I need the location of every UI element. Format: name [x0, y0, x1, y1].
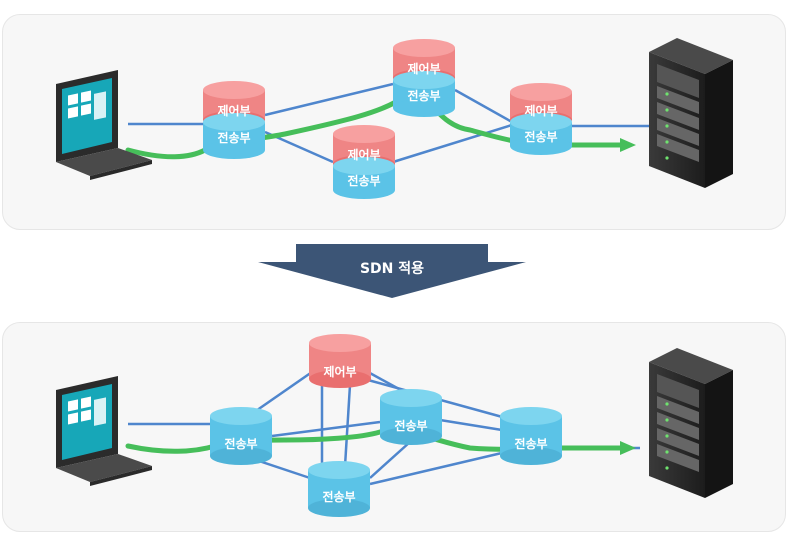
transport-plane-label: 전송부: [407, 88, 440, 103]
transport-plane-label: 전송부: [217, 130, 250, 145]
legacy-switch-node: 제어부 전송부: [203, 81, 265, 159]
control-plane-label: 제어부: [347, 147, 380, 162]
server-rack-icon: [649, 38, 733, 188]
transport-plane-label: 전송부: [322, 489, 355, 504]
control-plane-label: 제어부: [407, 61, 440, 76]
sdn-links: [128, 370, 640, 486]
control-plane-label: 제어부: [524, 103, 557, 118]
control-plane-label: 제어부: [217, 103, 250, 118]
control-plane-label: 제어부: [323, 364, 356, 379]
laptop-icon: [56, 376, 152, 486]
sdn-switch-node: 전송부: [380, 389, 442, 445]
server-rack-icon: [649, 348, 733, 498]
transport-plane-label: 전송부: [394, 418, 427, 433]
legacy-switch-node: 제어부 전송부: [333, 125, 395, 199]
sdn-controller-node: 제어부: [309, 334, 371, 388]
transport-plane-label: 전송부: [224, 436, 257, 451]
sdn-switch-node: 전송부: [308, 461, 370, 517]
transport-plane-label: 전송부: [347, 173, 380, 188]
transport-plane-label: 전송부: [524, 129, 557, 144]
transport-plane-label: 전송부: [514, 436, 547, 451]
sdn-apply-label: SDN 적용: [360, 260, 424, 277]
legacy-switch-node: 제어부 전송부: [510, 83, 572, 155]
sdn-switch-node: 전송부: [500, 407, 562, 465]
legacy-links: [128, 82, 655, 164]
legacy-switch-node: 제어부 전송부: [393, 39, 455, 117]
sdn-transition-arrow: SDN 적용: [258, 244, 526, 298]
sdn-switch-node: 전송부: [210, 407, 272, 465]
sdn-data-path: [125, 429, 636, 455]
